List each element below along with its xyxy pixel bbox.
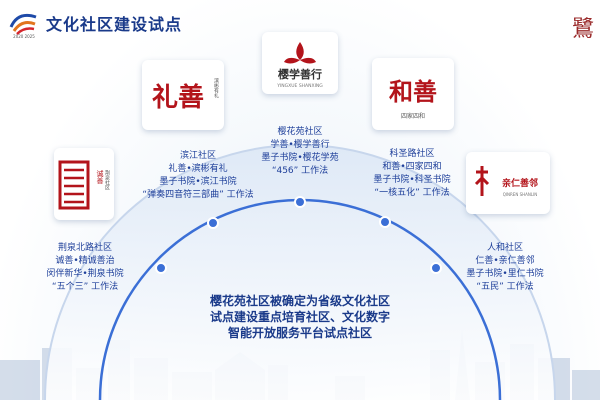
community-academy: 闵伴新华•荆泉书院 [46,269,124,279]
timeline-dot-4 [379,216,391,228]
event-logo-icon: 2020 2025 [9,13,37,39]
community-motto: 诚善•精诚善治 [55,256,115,266]
community-motto: 礼善•滨彬有礼 [168,164,228,174]
outer-arc-line [44,144,556,400]
community-name: 樱花苑社区 [277,127,323,137]
summary-line: 樱花苑社区被确定为省级文化社区 [209,294,390,308]
logo-sub-text: QINREN SHANLIN [503,192,538,197]
community-method: “五民” 工作法 [476,282,534,292]
community-academy: 墨子书院•滨江书院 [159,177,237,187]
community-logo-qinren: 亲仁善邻 QINREN SHANLIN [466,152,550,214]
community-logo-heshan: 和善 四家四和 [372,58,454,130]
community-motto: 仁善•亲仁善邻 [475,256,535,266]
logo-main-text: 亲仁善邻 [502,177,538,189]
timeline-dot-5 [430,262,442,274]
community-motto: 学善•樱学善行 [270,140,330,150]
logo-sub-text: YINGXUE SHANXING [276,83,323,89]
community-info-renhe: 人和社区 仁善•亲仁善邻 墨子书院•里仁书院 “五民” 工作法 [450,242,560,294]
community-name: 科圣路社区 [389,149,435,159]
svg-text:鷺: 鷺 [572,17,594,42]
community-method: “一核五化” 工作法 [374,188,450,198]
community-academy: 墨子书院•樱花学苑 [261,153,339,163]
summary-line: 试点建设重点培育社区、文化数字 [209,310,390,324]
svg-text:2020 2025: 2020 2025 [13,34,35,39]
outer-arc-band [45,145,555,400]
community-method: “弹奏四音符三部曲” 工作法 [142,190,254,200]
calligraphy-seal-icon: 鷺 [572,17,594,42]
community-logo-chengshan: 诚善 荆泉社区 [54,148,114,220]
community-info-binjiang: 滨江社区 礼善•滨彬有礼 墨子书院•滨江书院 “弹奏四音符三部曲” 工作法 [118,150,278,202]
community-academy: 墨子书院•科圣书院 [373,175,451,185]
page-header: 2020 2025 文化社区建设试点 [8,6,182,40]
timeline-dot-1 [155,262,167,274]
community-info-yinghuayuan: 樱花苑社区 学善•樱学善行 墨子书院•樱花学苑 “456” 工作法 [240,126,360,178]
community-logo-yingxue: 樱学善行 YINGXUE SHANXING [262,32,338,94]
community-academy: 墨子书院•里仁书院 [466,269,544,279]
pilot-summary-text: 樱花苑社区被确定为省级文化社区 试点建设重点培育社区、文化数字 智能开放服务平台… [185,293,415,341]
community-info-keshenglu: 科圣路社区 和善•四家四和 墨子书院•科圣书院 “一核五化” 工作法 [352,148,472,200]
logo-sub-text: 滨彬有礼 [213,77,219,99]
logo-sub-text: 荆泉社区 [104,169,110,190]
logo-main-text: 樱学善行 [278,67,322,81]
community-motto: 和善•四家四和 [382,162,442,172]
logo-main-text: 和善 [389,77,437,106]
timeline-dot-3 [294,196,306,208]
community-name: 人和社区 [486,243,523,253]
logo-sub-text: 四家四和 [401,112,425,120]
timeline-dot-2 [207,217,219,229]
community-method: “五个三” 工作法 [51,282,119,292]
community-name: 滨江社区 [179,151,216,161]
community-method: “456” 工作法 [271,166,329,176]
community-name: 荆泉北路社区 [57,243,112,253]
page-title: 文化社区建设试点 [46,15,183,34]
summary-line: 智能开放服务平台试点社区 [227,326,372,340]
community-info-jingquan: 荆泉北路社区 诚善•精诚善治 闵伴新华•荆泉书院 “五个三” 工作法 [30,242,140,294]
community-logo-lishan: 礼善 滨彬有礼 [142,60,224,130]
logo-main-text: 礼善 [152,82,204,113]
logo-main-text: 诚善 [96,169,104,185]
